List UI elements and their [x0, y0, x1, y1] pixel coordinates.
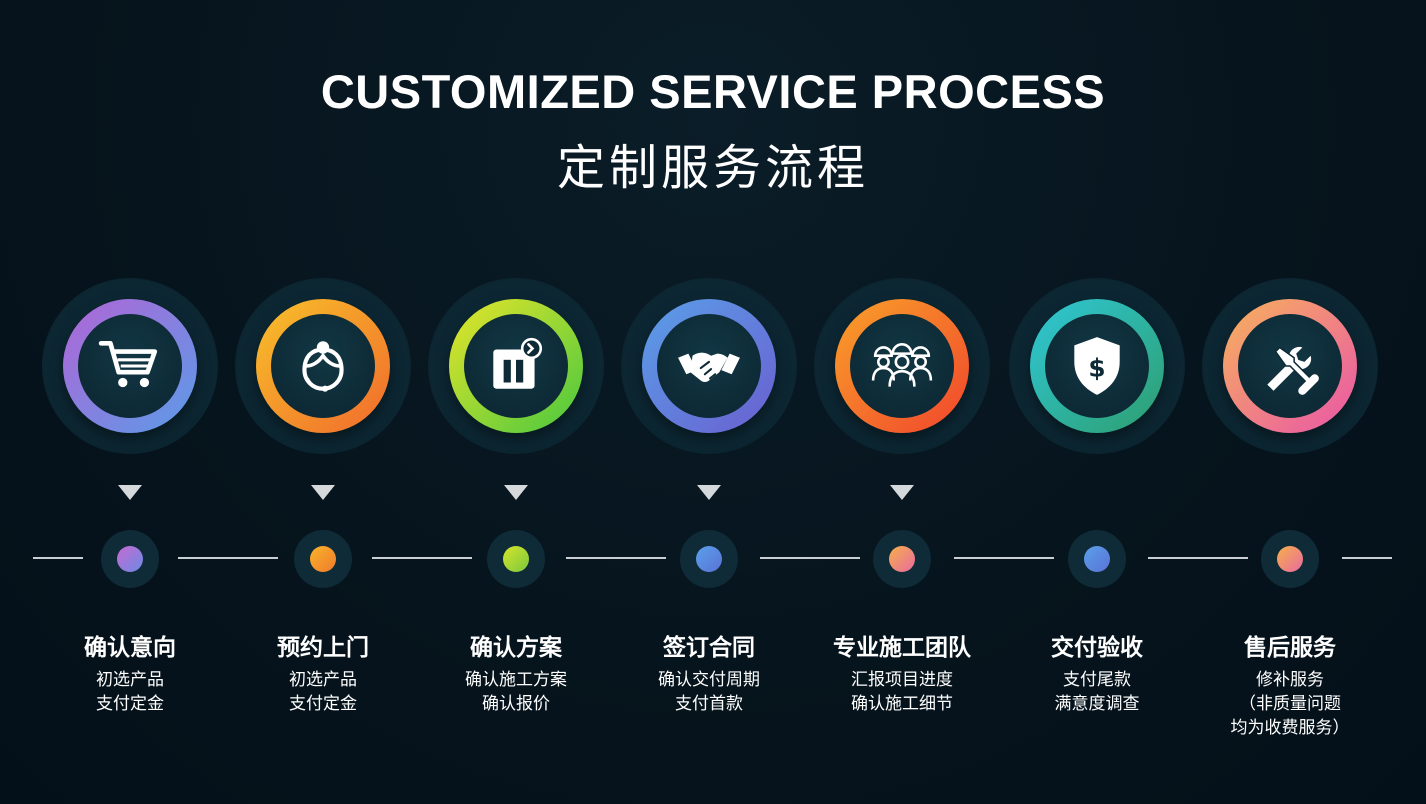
construction-team-icon	[871, 343, 933, 387]
step-description: 修补服务 （非质量问题 均为收费服务）	[1160, 668, 1420, 740]
step-title: 签订合同	[663, 635, 755, 661]
timeline-dot	[117, 546, 143, 572]
step-description: 汇报项目进度 确认施工细节	[772, 668, 1032, 716]
step-book-visit: 预约上门 初选产品 支付定金	[223, 0, 423, 804]
down-arrow-icon	[504, 485, 528, 500]
step-description: 初选产品 支付定金	[0, 668, 260, 716]
timeline-line-segment	[566, 557, 666, 559]
step-ring	[256, 299, 390, 433]
step-desc-line: 满意度调查	[1054, 694, 1140, 714]
timeline-node	[101, 530, 159, 588]
step-title: 售后服务	[1244, 635, 1336, 661]
step-description: 确认交付周期 支付首款	[579, 668, 839, 716]
step-desc-line: 修补服务	[1256, 670, 1324, 690]
step-ring: $	[1030, 299, 1164, 433]
step-sign-contract: 签订合同 确认交付周期 支付首款	[609, 0, 809, 804]
timeline-dot	[889, 546, 915, 572]
step-construction-team: 专业施工团队 汇报项目进度 确认施工细节	[802, 0, 1002, 804]
step-title: 确认意向	[84, 635, 176, 661]
step-desc-line: 汇报项目进度	[851, 670, 953, 690]
step-desc-line: 初选产品	[289, 670, 357, 690]
step-delivery-acceptance: $ 交付验收 支付尾款 满意度调查	[997, 0, 1197, 804]
timeline-dot	[696, 546, 722, 572]
step-title: 确认方案	[470, 635, 562, 661]
timeline-node	[1261, 530, 1319, 588]
step-desc-line: （非质量问题	[1239, 694, 1341, 714]
step-ring	[449, 299, 583, 433]
timeline-line-segment	[372, 557, 472, 559]
step-icon-core	[1238, 314, 1342, 418]
step-desc-line: 初选产品	[96, 670, 164, 690]
step-icon-core	[657, 314, 761, 418]
tools-icon	[1267, 346, 1319, 395]
down-arrow-icon	[890, 485, 914, 500]
step-title: 预约上门	[277, 635, 369, 661]
title-chinese: 定制服务流程	[556, 140, 869, 196]
step-title: 专业施工团队	[833, 635, 971, 661]
step-icon-core	[271, 314, 375, 418]
step-icon-core	[78, 314, 182, 418]
down-arrow-icon	[118, 485, 142, 500]
handshake-icon	[678, 352, 740, 382]
step-desc-line: 支付尾款	[1063, 670, 1131, 690]
step-description: 初选产品 支付定金	[193, 668, 453, 716]
step-desc-line: 支付定金	[289, 694, 357, 714]
timeline-dot	[503, 546, 529, 572]
step-desc-line: 支付首款	[675, 694, 743, 714]
step-icon-core: $	[1045, 314, 1149, 418]
step-ring	[63, 299, 197, 433]
plan-document-icon	[493, 337, 543, 389]
timeline-line-segment	[33, 557, 83, 559]
timeline-node	[1068, 530, 1126, 588]
svg-text:$: $	[1088, 353, 1105, 382]
step-desc-line: 均为收费服务）	[1230, 718, 1350, 738]
step-desc-line: 确认施工细节	[851, 694, 953, 714]
timeline-line-segment	[954, 557, 1054, 559]
step-confirm-plan: 确认方案 确认施工方案 确认报价	[416, 0, 616, 804]
dollar-shield-icon: $	[1074, 337, 1120, 395]
step-desc-line: 确认报价	[482, 694, 550, 714]
timeline-dot	[310, 546, 336, 572]
step-ring	[642, 299, 776, 433]
step-ring	[835, 299, 969, 433]
timeline-node	[873, 530, 931, 588]
timeline-line-segment	[760, 557, 860, 559]
timeline-node	[487, 530, 545, 588]
step-confirm-intent: 确认意向 初选产品 支付定金	[30, 0, 230, 804]
timeline-dot	[1084, 546, 1110, 572]
timeline-line-segment	[178, 557, 278, 559]
step-ring	[1223, 299, 1357, 433]
timeline-line-segment	[1148, 557, 1248, 559]
timeline-dot	[1277, 546, 1303, 572]
step-title: 交付验收	[1051, 635, 1143, 661]
step-description: 支付尾款 满意度调查	[967, 668, 1227, 716]
timeline-node	[680, 530, 738, 588]
customer-service-icon	[302, 341, 344, 392]
down-arrow-icon	[311, 485, 335, 500]
step-desc-line: 确认交付周期	[658, 670, 760, 690]
step-after-sales: 售后服务 修补服务 （非质量问题 均为收费服务）	[1190, 0, 1390, 804]
step-desc-line: 确认施工方案	[465, 670, 567, 690]
step-icon-core	[850, 314, 954, 418]
timeline-node	[294, 530, 352, 588]
step-icon-core	[464, 314, 568, 418]
step-desc-line: 支付定金	[96, 694, 164, 714]
down-arrow-icon	[697, 485, 721, 500]
shopping-cart-icon	[98, 340, 158, 388]
timeline-line-segment	[1342, 557, 1392, 559]
step-description: 确认施工方案 确认报价	[386, 668, 646, 716]
title-english: CUSTOMIZED SERVICE PROCESS	[320, 65, 1106, 118]
